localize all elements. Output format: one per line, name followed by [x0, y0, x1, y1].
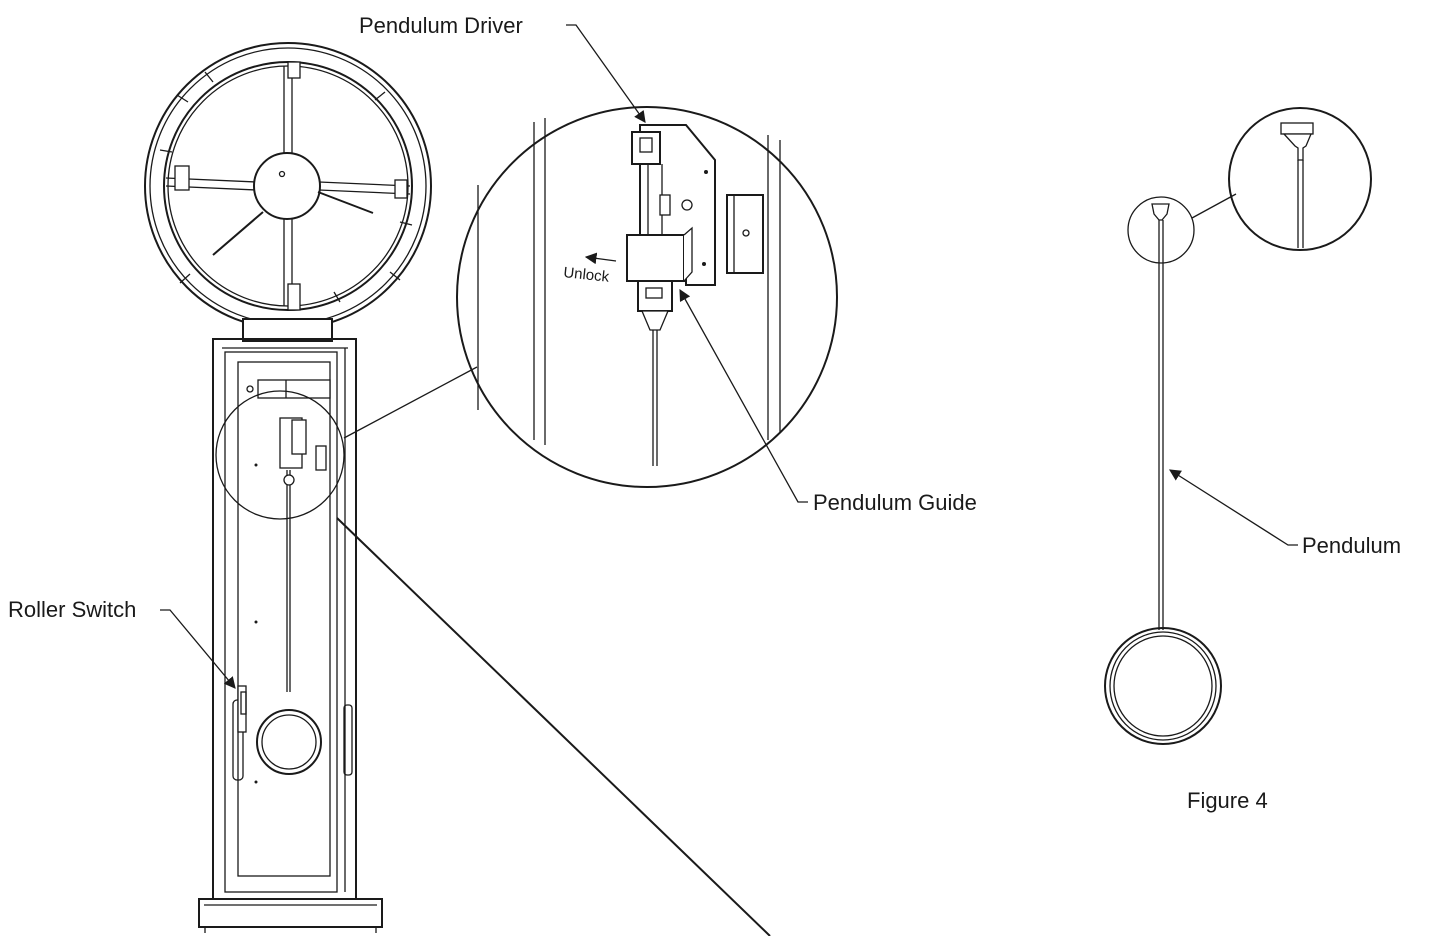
pendulum-guide-callout: Pendulum Guide [679, 288, 977, 515]
pendulum-label: Pendulum [1302, 533, 1401, 558]
detail-marker-circle [215, 390, 345, 520]
unlock-arrow [584, 252, 617, 265]
pendulum-callout: Pendulum [1169, 469, 1401, 558]
pendulum-top-marker [1127, 196, 1195, 264]
pendulum-icon [1104, 107, 1372, 745]
clock-cabinet [198, 338, 383, 933]
pendulum-driver-callout: Pendulum Driver [359, 13, 646, 123]
roller-switch-label: Roller Switch [8, 597, 136, 622]
floor-clock-icon [144, 42, 432, 933]
clock-wheel [144, 42, 432, 330]
unlock-label: Unlock [563, 264, 611, 286]
pendulum-driver-label: Pendulum Driver [359, 13, 523, 38]
magnifier-circle-icon: Unlock [456, 106, 838, 488]
pendulum-guide-label: Pendulum Guide [813, 490, 977, 515]
roller-switch-callout: Roller Switch [8, 597, 236, 689]
detail-leader-line [343, 366, 478, 439]
diagonal-leader-line [336, 517, 771, 936]
clock-base-block [242, 318, 333, 342]
figure-caption: Figure 4 [1187, 788, 1268, 813]
